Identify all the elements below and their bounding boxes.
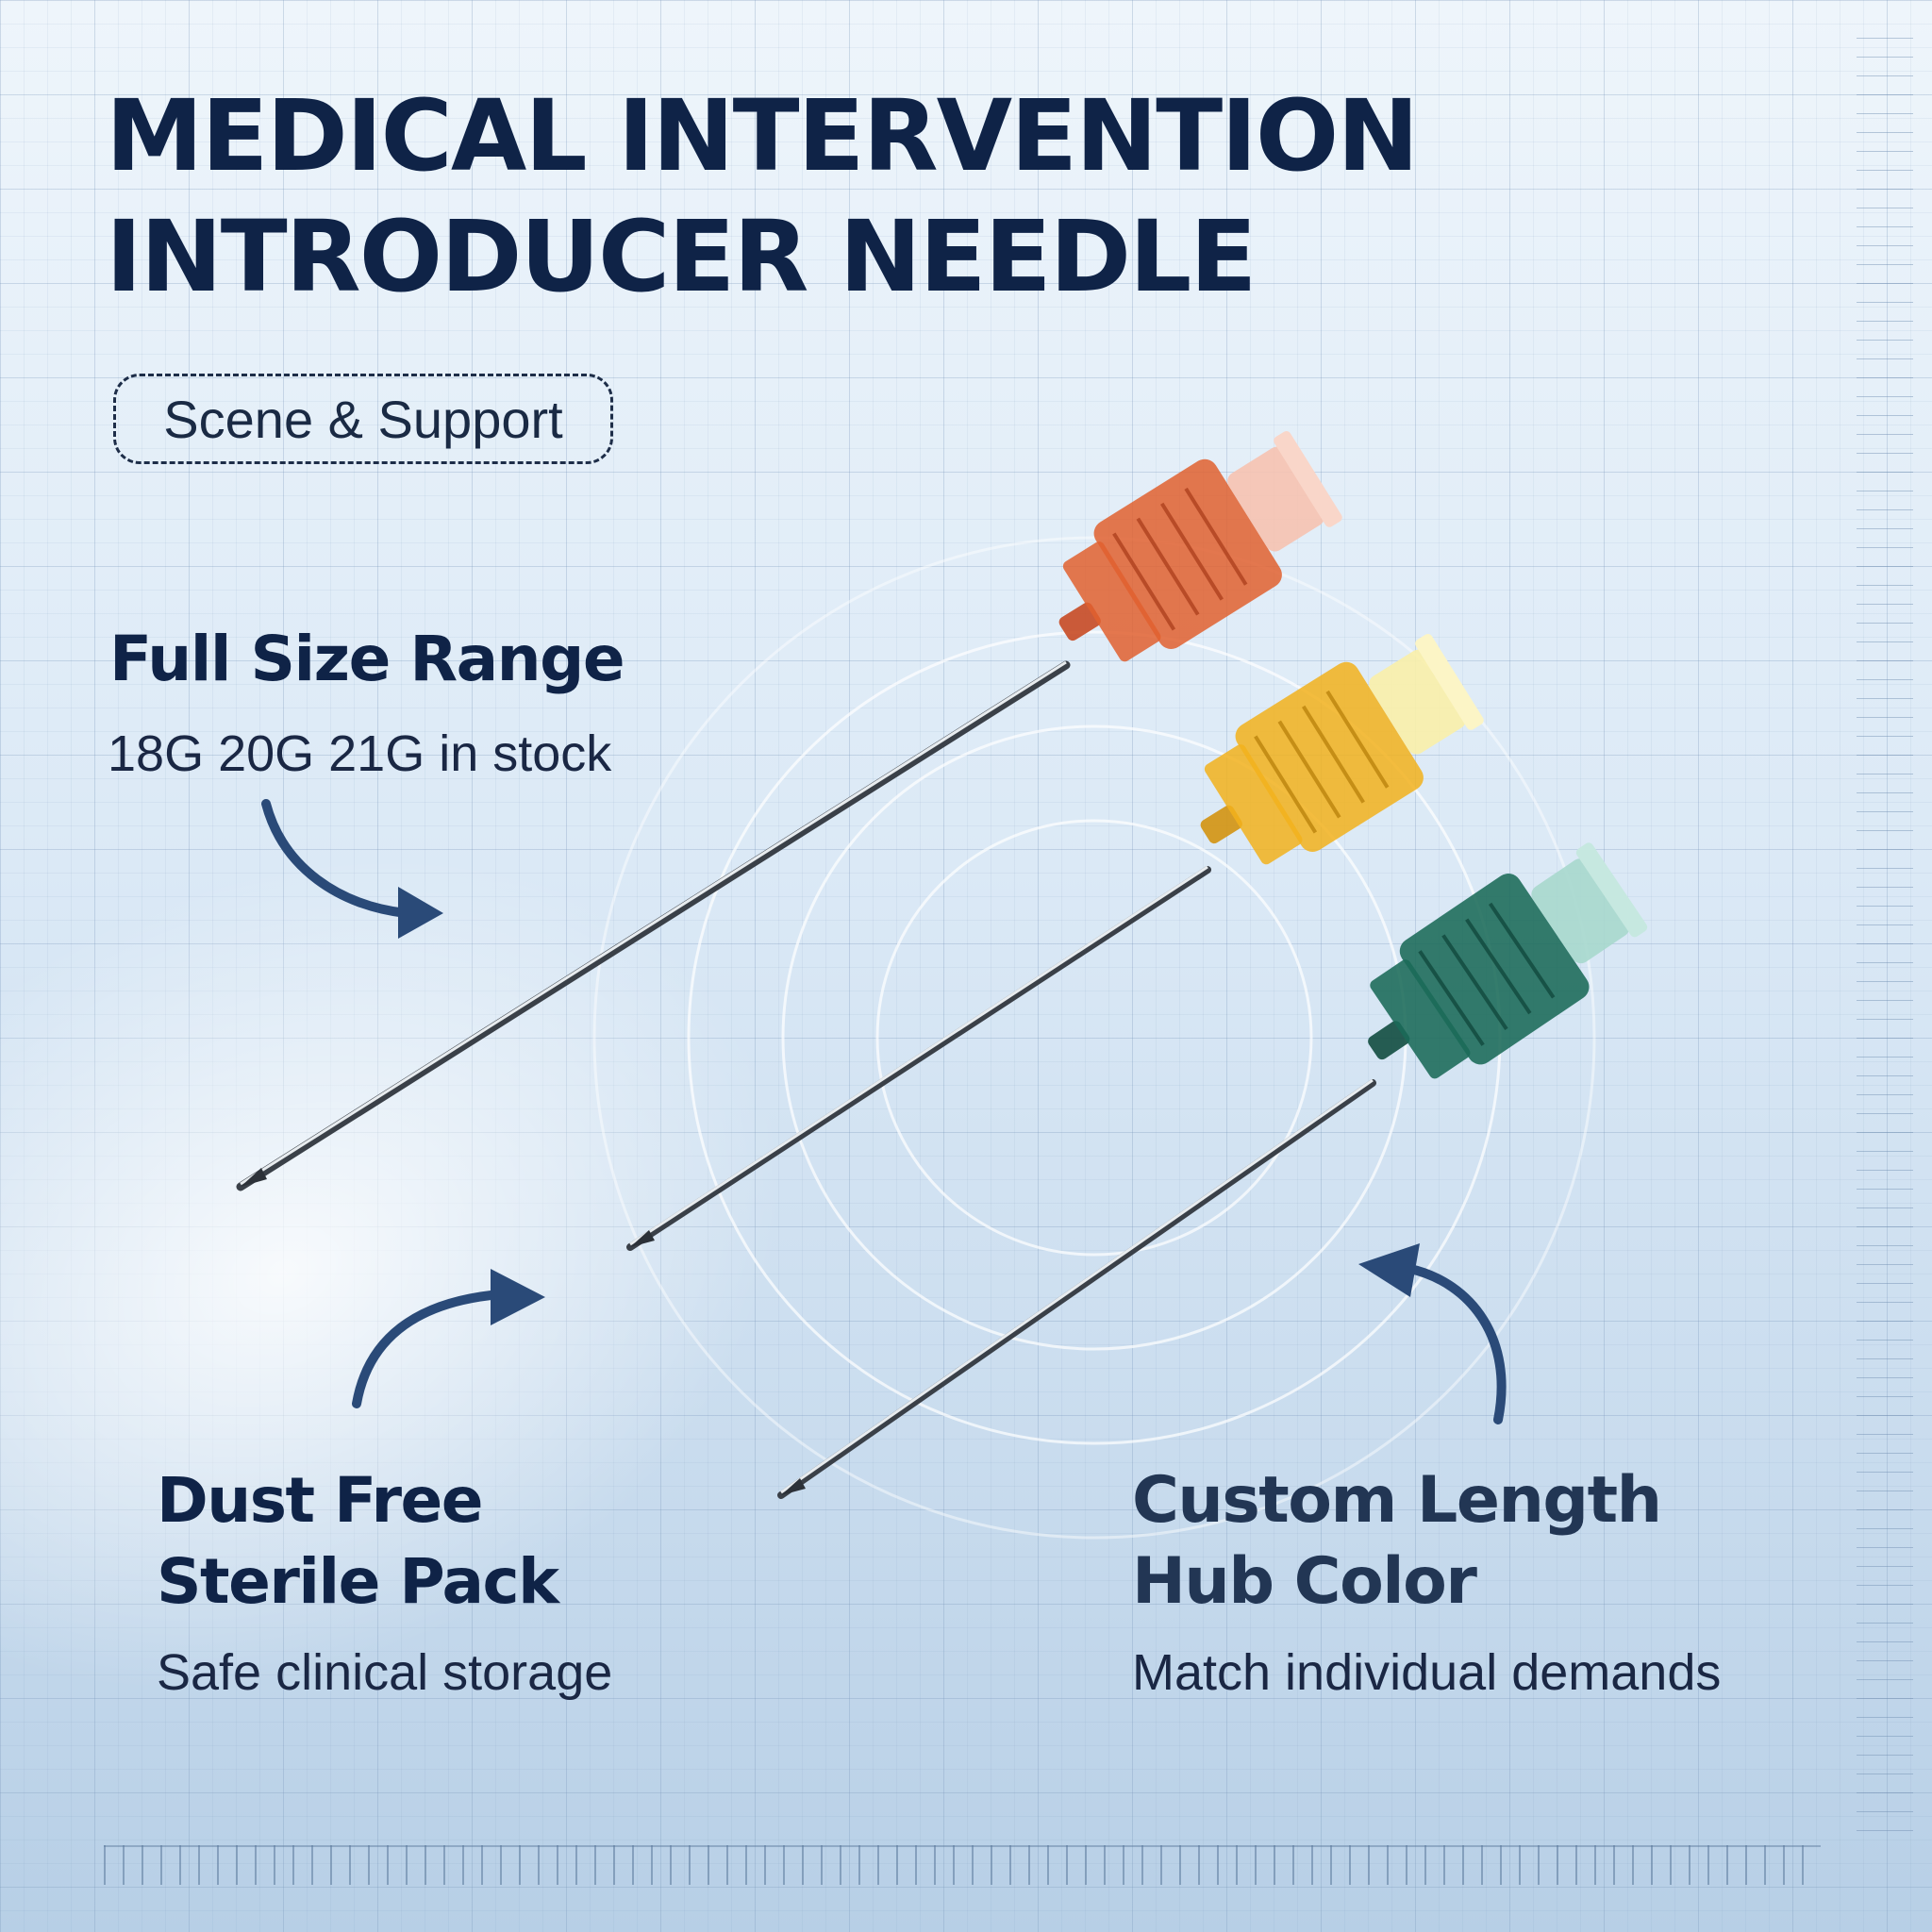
green-needle — [777, 842, 1648, 1499]
custom-heading-line-2: Hub Color — [1132, 1544, 1477, 1619]
page-title: MEDICAL INTERVENTION INTRODUCER NEEDLE — [106, 75, 1419, 317]
arrow-icon-sterile-pack — [352, 1269, 545, 1408]
arrow-icon-custom — [1358, 1243, 1507, 1424]
custom-heading-line-1: Custom Length — [1132, 1463, 1662, 1538]
title-line-2: INTRODUCER NEEDLE — [106, 199, 1257, 314]
sterile-pack-heading-line-1: Dust Free — [157, 1464, 484, 1537]
size-range-subtitle: 18G 20G 21G in stock — [108, 725, 612, 782]
sterile-pack-heading-line-2: Sterile Pack — [157, 1545, 559, 1618]
ruler-bottom — [104, 1845, 1821, 1885]
size-range-heading: Full Size Range — [109, 623, 625, 695]
sterile-pack-subtitle: Safe clinical storage — [157, 1644, 613, 1701]
orange-needle — [236, 430, 1342, 1191]
custom-subtitle: Match individual demands — [1132, 1644, 1722, 1701]
arrow-icon-size-range — [261, 799, 443, 939]
ruler-right — [1857, 38, 1913, 1849]
custom-heading: Custom Length Hub Color — [1132, 1460, 1662, 1623]
title-line-1: MEDICAL INTERVENTION — [106, 78, 1419, 193]
scene-support-badge: Scene & Support — [113, 374, 613, 464]
yellow-needle — [626, 633, 1484, 1251]
sterile-pack-heading: Dust Free Sterile Pack — [157, 1460, 559, 1623]
